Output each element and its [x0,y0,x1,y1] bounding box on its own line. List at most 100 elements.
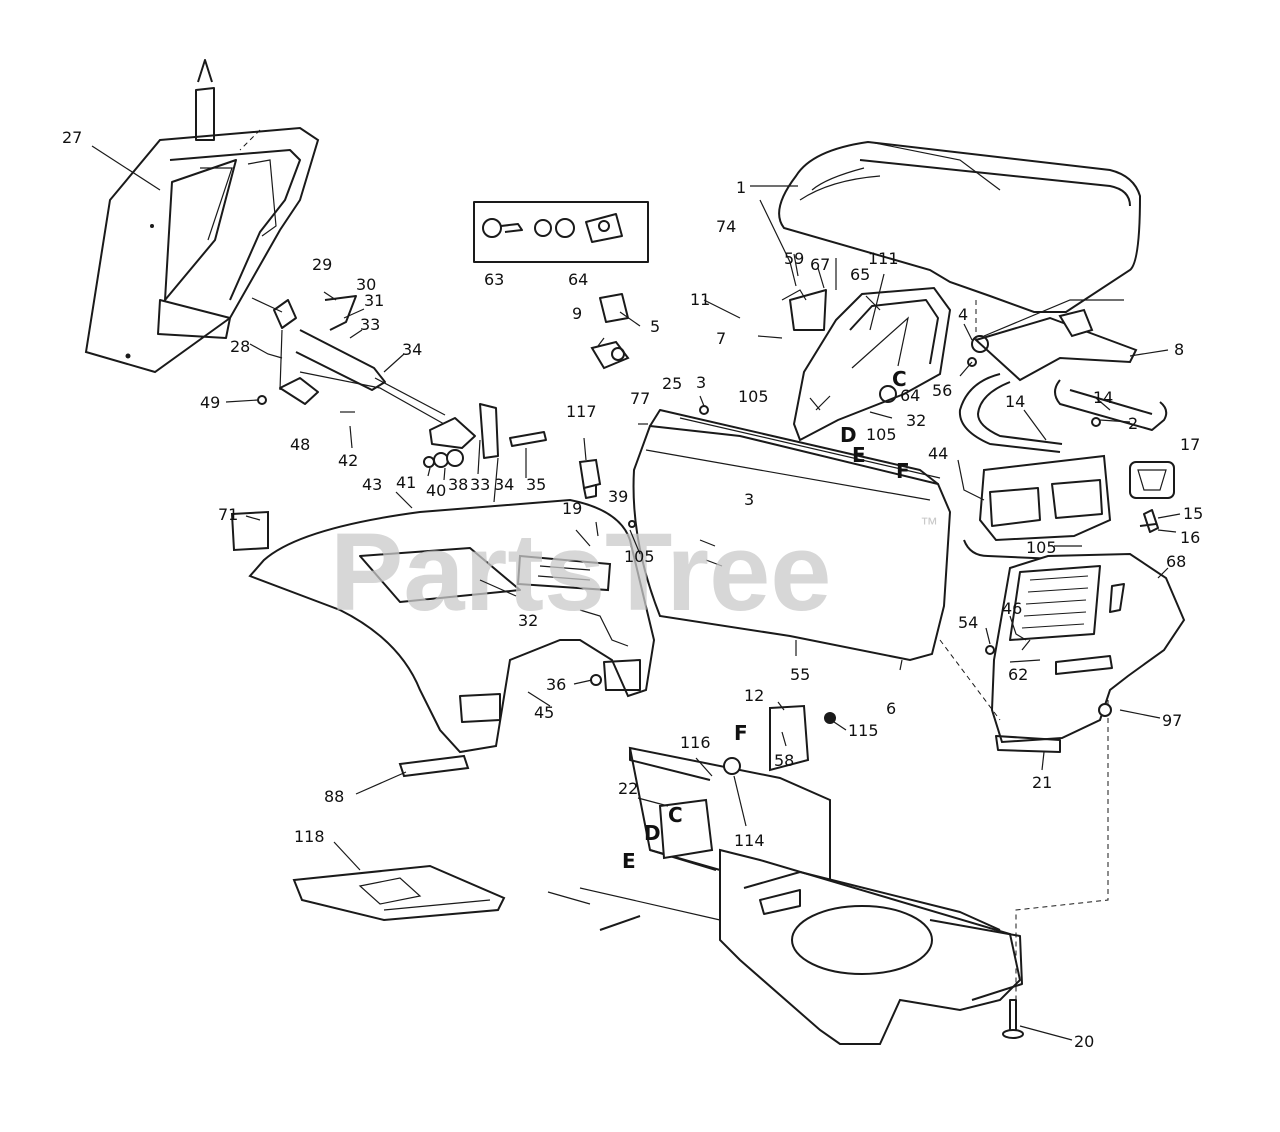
callout-34: 34 [494,475,514,494]
callout-6: 6 [886,699,896,718]
callout-8: 8 [1174,340,1184,359]
fender [248,498,656,754]
callout-32: 32 [906,411,926,430]
front-panel [632,409,952,662]
callout-5: 5 [650,317,660,336]
callout-39: 39 [608,487,628,506]
callout-42: 42 [338,451,358,470]
grille-frame [781,286,952,442]
callout-25: 25 [662,374,682,393]
callout-48: 48 [290,435,310,454]
callout-22: 22 [618,779,638,798]
callout-9: 9 [572,304,582,323]
callout-114: 114 [734,831,765,850]
callout-15: 15 [1183,504,1203,523]
callout-74: 74 [716,217,736,236]
callout-16: 16 [1180,528,1200,547]
letter-f: F [896,459,910,483]
watermark-mark: ™ [920,514,938,534]
callout-77: 77 [630,389,650,408]
callout-36: 36 [546,675,566,694]
callout-117: 117 [566,402,597,421]
callout-14: 14 [1005,392,1025,411]
ignition-switch-inset [473,201,649,263]
callout-58: 58 [774,751,794,770]
callout-55: 55 [790,665,810,684]
callout-49: 49 [200,393,220,412]
callout-12: 12 [744,686,764,705]
callout-111: 111 [868,249,899,268]
callout-68: 68 [1166,552,1186,571]
letter-c: C [892,367,907,391]
callout-97: 97 [1162,711,1182,730]
floor-plate [292,864,506,922]
callout-44: 44 [928,444,948,463]
bracket-88 [398,754,470,778]
callout-3: 3 [744,490,754,509]
callout-38: 38 [448,475,468,494]
grille-housing [990,552,1186,753]
dashed-guide [239,129,261,151]
letter-d: D [840,423,857,447]
callout-105: 105 [1026,538,1057,557]
dash-console [84,59,320,374]
callout-43: 43 [362,475,382,494]
callout-32: 32 [518,611,538,630]
callout-2: 2 [1128,414,1138,433]
callout-105: 105 [866,425,897,444]
callout-27: 27 [62,128,82,147]
callout-34: 34 [402,340,422,359]
callout-4: 4 [958,305,968,324]
letter-e: E [852,443,866,467]
callout-numbers: 1 2 3 3 4 5 6 7 8 9 11 12 14 14 15 16 17… [62,128,1203,1051]
callout-41: 41 [396,473,416,492]
headlight-icon [1129,461,1175,499]
bracket-22 [658,798,714,860]
callout-45: 45 [534,703,554,722]
watermark: PartsTree ™ [330,511,938,634]
reference-letters: C D E F C D E F [622,367,910,873]
callout-71: 71 [218,505,238,524]
callout-28: 28 [230,337,250,356]
key-icon [482,218,523,238]
callout-67: 67 [810,255,830,274]
callout-62: 62 [1008,665,1028,684]
callout-88: 88 [324,787,344,806]
ignition-switch-icon [534,213,623,243]
callout-35: 35 [526,475,546,494]
spacer-114 [723,757,741,775]
watermark-text: PartsTree [330,511,831,634]
callout-1: 1 [736,178,746,197]
callout-64: 64 [568,270,588,289]
throttle-linkage [273,295,547,468]
bracket-12 [769,704,810,772]
dashed-guide [1015,700,1109,1000]
reflector-71 [230,510,269,552]
callout-56: 56 [932,381,952,400]
leader-lines [91,145,1181,1041]
callout-105: 105 [624,547,655,566]
callout-3: 3 [696,373,706,392]
letter-e: E [622,849,636,873]
callout-59: 59 [784,249,804,268]
bolt-20 [1002,999,1024,1039]
callout-7: 7 [716,329,726,348]
callout-30: 30 [356,275,376,294]
callout-21: 21 [1032,773,1052,792]
fastener-15-16 [1139,509,1159,533]
connector-117 [578,458,602,499]
letter-c: C [668,803,683,827]
callout-116: 116 [680,733,711,752]
hood [778,140,1142,313]
callout-54: 54 [958,613,978,632]
battery-box [963,454,1112,561]
callout-33: 33 [360,315,380,334]
bracket-5 [599,293,629,323]
callout-20: 20 [1074,1032,1094,1051]
fasteners [257,357,1112,724]
callout-64: 64 [900,386,920,405]
callout-115: 115 [848,721,879,740]
callout-63: 63 [484,270,504,289]
callout-118: 118 [294,827,325,846]
letter-d: D [644,821,661,845]
